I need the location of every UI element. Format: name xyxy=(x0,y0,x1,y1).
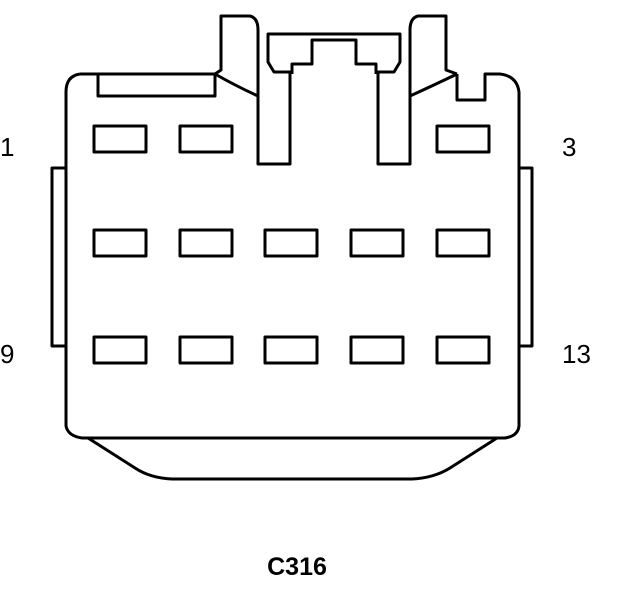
cavity-pin-6 xyxy=(263,228,319,258)
cavity-pin-3 xyxy=(435,124,491,154)
cavity-pin-2 xyxy=(178,124,234,154)
pin-label-1: 1 xyxy=(0,132,15,162)
cavity-pin-7 xyxy=(349,228,405,258)
cavity-pin-8 xyxy=(435,228,491,258)
pin-label-13: 13 xyxy=(562,339,591,369)
cavity-pin-1 xyxy=(92,124,148,154)
pin-label-3: 3 xyxy=(562,132,577,162)
right-side-tab xyxy=(519,166,534,348)
cavity-pin-12 xyxy=(349,335,405,365)
cavity-pin-13 xyxy=(435,335,491,365)
left-latch xyxy=(214,14,458,166)
connector-id-label: C316 xyxy=(267,553,327,581)
housing-bottom-bevel xyxy=(87,436,498,481)
cavity-pin-10 xyxy=(178,335,234,365)
latch-center-post xyxy=(290,38,378,74)
cavity-pin-5 xyxy=(178,228,234,258)
cavity-pin-4 xyxy=(92,228,148,258)
cavity-pin-11 xyxy=(263,335,319,365)
right-latch-rib xyxy=(409,72,458,98)
left-latch-rib xyxy=(214,72,259,98)
cavity-pin-9 xyxy=(92,335,148,365)
connector-housing xyxy=(64,72,521,440)
left-side-tab xyxy=(50,166,66,348)
pin-label-9: 9 xyxy=(0,339,15,369)
